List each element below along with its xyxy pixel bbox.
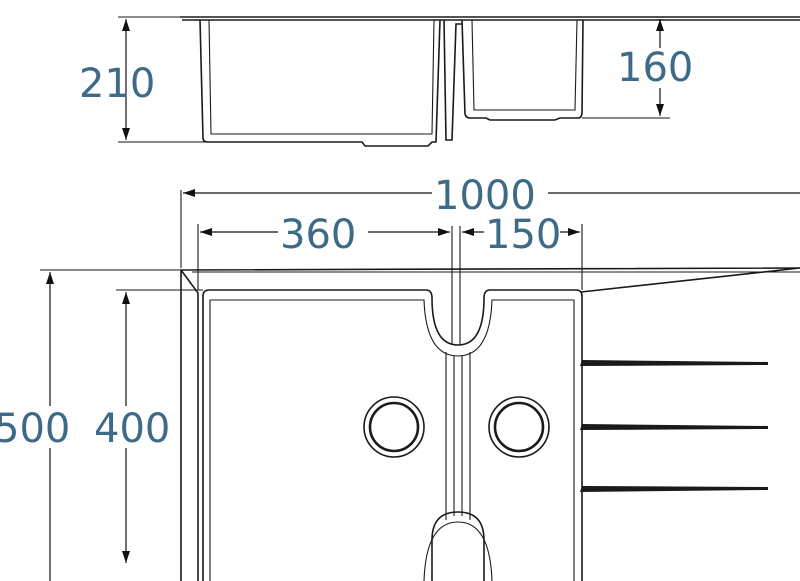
dim-small-bowl-width: 150 — [485, 212, 561, 258]
dim-overall-depth: 210 — [79, 61, 155, 107]
side-view-rim — [180, 16, 800, 21]
drainer-grooves — [580, 360, 768, 492]
dim-bowl-width: 400 — [94, 406, 170, 452]
large-bowl — [202, 289, 583, 581]
dim-small-bowl-depth: 160 — [617, 45, 693, 91]
large-bowl-drain — [363, 396, 425, 458]
dim-overall-width: 500 — [0, 406, 70, 452]
dim-overall-length: 1000 — [434, 173, 536, 219]
side-view: 210 160 — [79, 16, 800, 147]
small-bowl-drain — [488, 396, 550, 458]
side-view-small-bowl — [461, 19, 584, 121]
top-view: 1000 360 150 500 400 — [0, 173, 800, 581]
side-view-large-bowl — [199, 19, 441, 147]
bowl-divider — [445, 352, 471, 520]
dim-large-bowl-width: 360 — [280, 212, 356, 258]
